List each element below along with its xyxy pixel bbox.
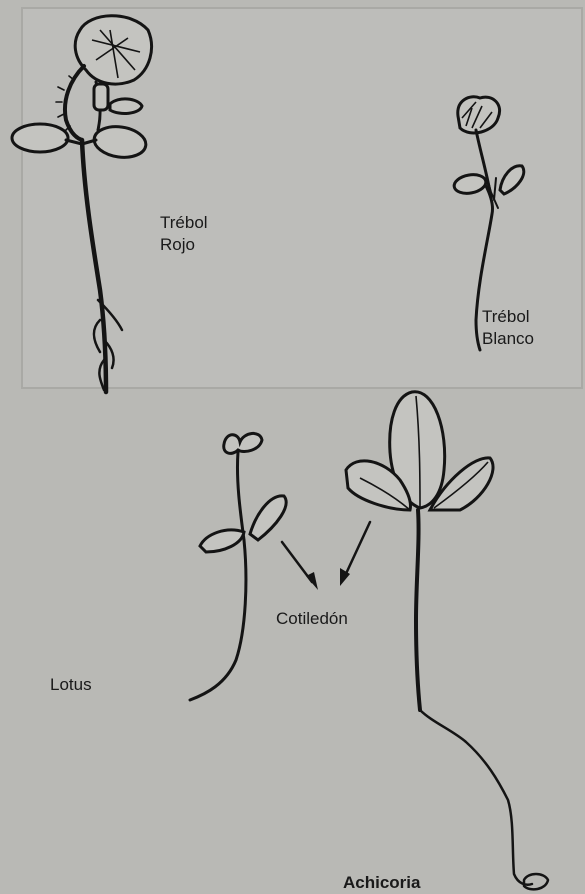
red-clover-cotyledon-left xyxy=(12,124,68,152)
label-achicoria: Achicoria xyxy=(343,872,420,894)
lotus-seedling xyxy=(190,433,286,700)
label-lotus: Lotus xyxy=(50,674,92,696)
chicory-seedling xyxy=(346,392,548,890)
label-trebol-rojo-line1: Trébol xyxy=(160,212,208,234)
label-trebol-rojo-line2: Rojo xyxy=(160,234,208,256)
label-trebol-rojo: Trébol Rojo xyxy=(160,212,208,256)
lotus-cotyledon-right xyxy=(250,496,286,540)
label-trebol-blanco-line2: Blanco xyxy=(482,328,534,350)
label-trebol-blanco-line1: Trébol xyxy=(482,306,534,328)
label-trebol-blanco: Trébol Blanco xyxy=(482,306,534,350)
cotyledon-arrows xyxy=(282,522,370,590)
lotus-top-leaves xyxy=(224,433,262,453)
lotus-cotyledon-left xyxy=(200,530,244,552)
label-cotiledon: Cotiledón xyxy=(276,608,348,630)
